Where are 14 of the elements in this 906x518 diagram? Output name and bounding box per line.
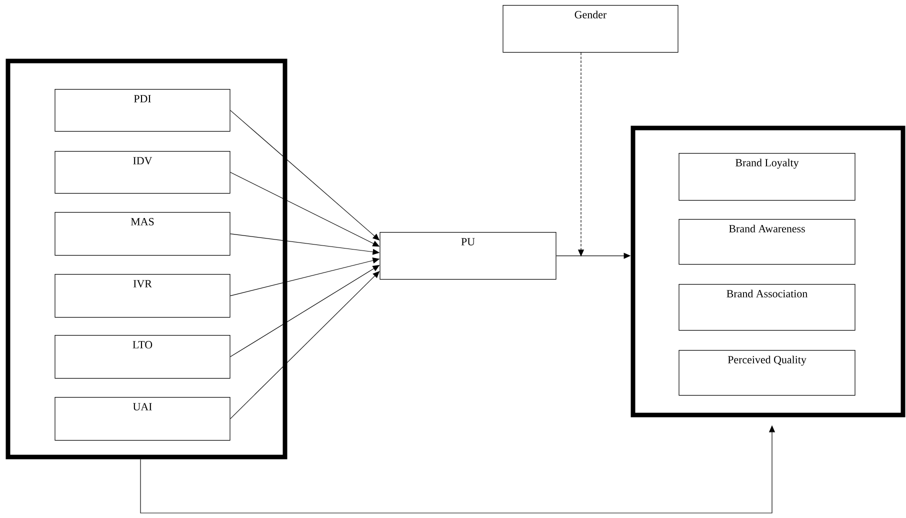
factor-box: Gender xyxy=(502,5,678,53)
factor-box: PU xyxy=(380,232,556,280)
factor-box: MAS xyxy=(54,212,230,256)
factor-box: PDI xyxy=(54,89,230,132)
factor-box: Brand Association xyxy=(678,284,856,331)
factor-box: Brand Awareness xyxy=(678,219,856,265)
factor-box: IVR xyxy=(54,274,230,318)
factor-box: Brand Loyalty xyxy=(678,153,856,201)
factor-box: LTO xyxy=(54,335,230,379)
factor-box: IDV xyxy=(54,151,230,194)
group-box xyxy=(630,126,906,418)
factor-box: Perceived Quality xyxy=(678,350,856,396)
group-box xyxy=(6,58,288,460)
factor-box: UAI xyxy=(54,397,230,441)
